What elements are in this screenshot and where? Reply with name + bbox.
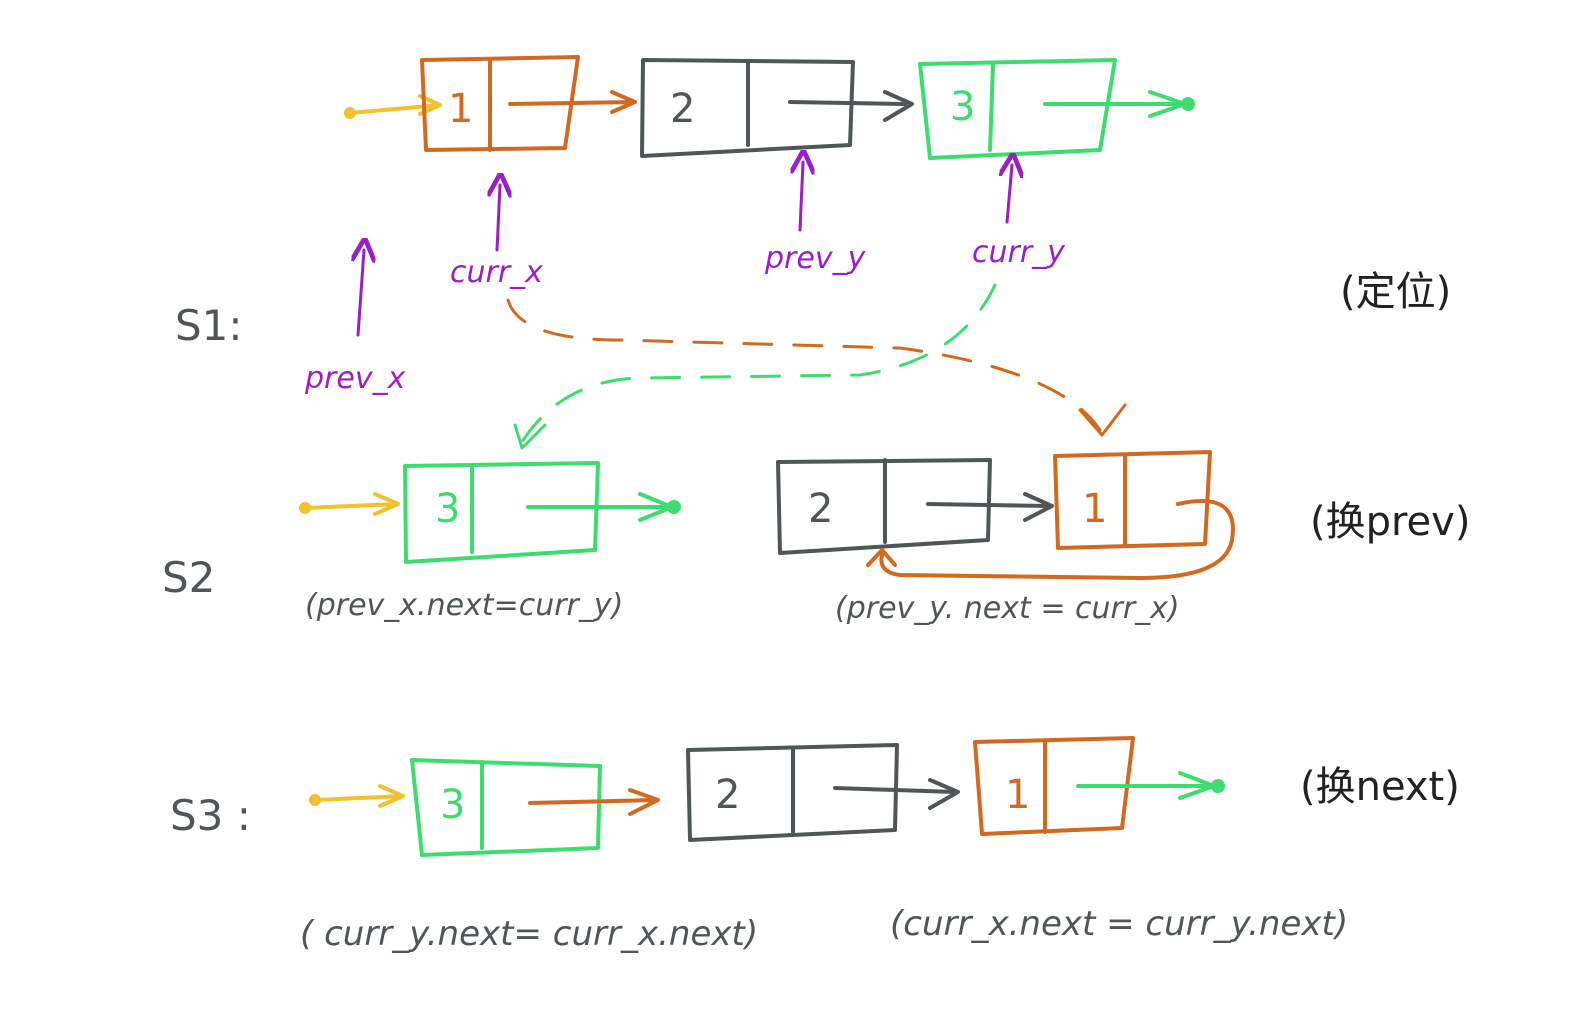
- s3-node-2: 2: [686, 743, 899, 842]
- s2-code-right: (prev_y. next = curr_x): [835, 591, 1180, 626]
- s3-arrow-1-null: [1076, 771, 1225, 800]
- s3-node-3-value: 3: [440, 782, 465, 828]
- prev-x-arrow: [358, 250, 364, 337]
- s2-arrow-2-1: [926, 492, 1054, 522]
- step-s2-label: S2: [162, 553, 215, 602]
- orange-dashed-arrowhead: [1078, 403, 1127, 437]
- s1-node-1: 1: [420, 55, 580, 152]
- s2-code-left: (prev_x.next=curr_y): [305, 588, 623, 623]
- s3-code-left: ( curr_y.next= curr_x.next): [300, 914, 758, 954]
- green-dashed-arrowhead: [513, 423, 547, 450]
- s1-arrow-1-2: [508, 90, 637, 114]
- s1-annotation: (定位): [1340, 269, 1451, 315]
- step-s3-label: S3 :: [170, 791, 251, 840]
- s2-annotation: (换prev): [1310, 499, 1470, 545]
- s1-node-1-value: 1: [448, 86, 473, 132]
- s2-loop-arrow: [866, 498, 1235, 580]
- curr-x-arrow: [497, 185, 500, 252]
- s2-row: 3 2 1 S2 (换prev) (prev_x.next=curr_y) (p…: [162, 450, 1470, 626]
- s3-arrow-2-1: [833, 778, 960, 810]
- s1-row: 1 2 3 prev_x curr_x prev_y: [175, 55, 1451, 396]
- s2-node-3: 3: [403, 461, 600, 564]
- s2-node-2: 2: [776, 458, 992, 555]
- s2-node-1: 1: [1053, 450, 1212, 550]
- s3-annotation: (换next): [1300, 764, 1460, 810]
- s3-node-1: 1: [973, 736, 1135, 836]
- s1-arrow-3-null: [1043, 90, 1195, 118]
- orange-dashed-move: [506, 298, 1102, 432]
- s2-node-3-value: 3: [435, 486, 460, 532]
- s1-node-3: 3: [918, 58, 1117, 160]
- s3-code-right: (curr_x.next = curr_y.next): [890, 904, 1348, 944]
- s2-node-1-value: 1: [1082, 486, 1107, 532]
- prev-y-arrow: [800, 162, 803, 232]
- s1-node-2: 2: [640, 58, 855, 158]
- curr-x-label: curr_x: [450, 255, 543, 290]
- s3-node-2-value: 2: [715, 772, 740, 818]
- s2-head-pointer: [299, 492, 400, 516]
- s1-arrow-2-3: [788, 90, 914, 122]
- curr-y-label: curr_y: [972, 235, 1066, 270]
- s2-node-2-value: 2: [808, 486, 833, 532]
- green-dashed-move: [518, 283, 997, 447]
- prev-y-label: prev_y: [764, 241, 867, 276]
- s2-arrow-3-null: [526, 492, 681, 522]
- s1-node-3-value: 3: [950, 84, 975, 130]
- s3-arrow-3-2: [528, 788, 660, 816]
- s3-node-3: 3: [410, 758, 602, 857]
- s3-node-1-value: 1: [1005, 772, 1030, 818]
- s1-node-2-value: 2: [670, 86, 695, 132]
- prev-x-label: prev_x: [304, 361, 406, 396]
- curr-y-arrow: [1007, 165, 1012, 224]
- s3-head-pointer: [309, 784, 405, 808]
- s3-row: 3 2 1 S3 : (换next) ( curr_y.next= curr_x…: [170, 736, 1460, 954]
- step-s1-label: S1:: [175, 301, 243, 350]
